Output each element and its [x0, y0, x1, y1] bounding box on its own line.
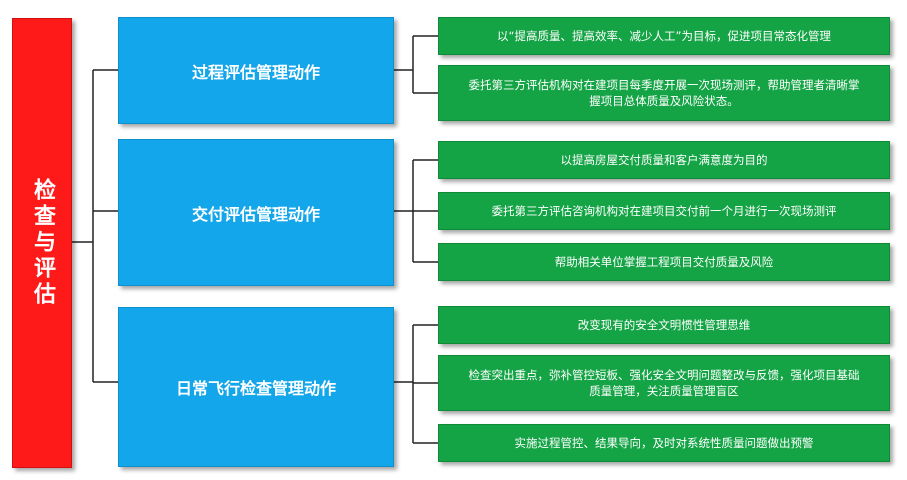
item-text: 实施过程管控、结果导向，及时对系统性质量问题做出预警	[514, 436, 814, 450]
category-label: 过程评估管理动作	[191, 62, 320, 82]
item-text: 改变现有的安全文明惯性管理思维	[577, 318, 751, 332]
category-label: 日常飞行检查管理动作	[175, 379, 336, 398]
item-process-2: 委托第三方评估机构对在建项目每季度开展一次现场测评，帮助管理者清晰掌握项目总体质…	[438, 65, 890, 121]
root-node: 检查与评估	[12, 18, 72, 468]
item-delivery-3: 帮助相关单位掌握工程项目交付质量及风险	[438, 243, 890, 281]
item-text: 以提高房屋交付质量和客户满意度为目的	[560, 153, 768, 167]
item-flight-3: 实施过程管控、结果导向，及时对系统性质量问题做出预警	[438, 424, 890, 462]
item-delivery-2: 委托第三方评估咨询机构对在建项目交付前一个月进行一次现场测评	[438, 192, 890, 230]
item-text: 委托第三方评估咨询机构对在建项目交付前一个月进行一次现场测评	[491, 204, 837, 218]
category-flight-inspection: 日常飞行检查管理动作	[118, 307, 394, 467]
item-text: 检查突出重点，弥补管控短板、强化安全文明问题整改与反馈，强化项目基础质量管理，关…	[468, 368, 860, 398]
item-process-1: 以“提高质量、提高效率、减少人工”为目标，促进项目常态化管理	[438, 17, 890, 55]
item-flight-1: 改变现有的安全文明惯性管理思维	[438, 306, 890, 344]
item-text: 帮助相关单位掌握工程项目交付质量及风险	[554, 255, 774, 269]
item-text: 委托第三方评估机构对在建项目每季度开展一次现场测评，帮助管理者清晰掌握项目总体质…	[468, 78, 860, 108]
item-delivery-1: 以提高房屋交付质量和客户满意度为目的	[438, 141, 890, 179]
category-label: 交付评估管理动作	[191, 204, 320, 224]
category-process-assessment: 过程评估管理动作	[118, 17, 394, 124]
category-delivery-assessment: 交付评估管理动作	[118, 139, 394, 286]
item-flight-2: 检查突出重点，弥补管控短板、强化安全文明问题整改与反馈，强化项目基础质量管理，关…	[438, 355, 890, 411]
root-node-label: 检查与评估	[30, 178, 55, 308]
item-text: 以“提高质量、提高效率、减少人工”为目标，促进项目常态化管理	[497, 29, 831, 43]
